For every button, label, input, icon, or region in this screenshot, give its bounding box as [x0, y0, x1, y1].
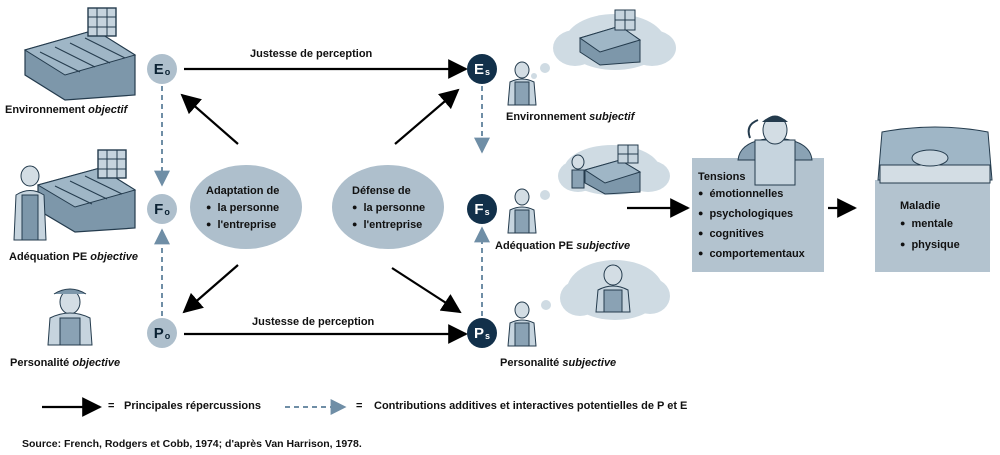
thought-cloud-person	[541, 260, 670, 320]
thought-cloud-environment	[531, 9, 676, 79]
perception-label-bottom: Justesse de perception	[252, 316, 375, 328]
building-objective-illustration	[23, 7, 137, 101]
legend-solid-eq: =	[108, 400, 115, 412]
defense-item: l'entreprise	[352, 217, 425, 234]
tensions-text: Tensions émotionnelles psychologiques co…	[698, 170, 805, 264]
tensions-item: émotionnelles	[698, 184, 805, 204]
maladie-item: mentale	[900, 214, 960, 235]
adaptation-text: Adaptation de la personne l'entreprise	[206, 183, 279, 234]
tensions-item: psychologiques	[698, 204, 805, 224]
bed-illustration	[877, 126, 993, 184]
label-person-objective: Personalité objective	[10, 357, 121, 369]
label-fit-subjective: Adéquation PE subjective	[495, 240, 631, 252]
source-note: Source: French, Rodgers et Cobb, 1974; d…	[22, 438, 362, 450]
tensions-title: Tensions	[698, 171, 746, 183]
adaptation-item: la personne	[206, 200, 279, 217]
tensions-item: comportementaux	[698, 244, 804, 264]
defense-item: la personne	[352, 200, 425, 217]
worker-at-building-illustration	[13, 149, 137, 241]
adaptation-item: l'entreprise	[206, 217, 279, 234]
label-env-subjective: Environnement subjectif	[506, 111, 635, 123]
adaptation-title: Adaptation de	[206, 185, 280, 197]
stressed-person-illustration	[737, 115, 813, 186]
defense-text: Défense de la personne l'entreprise	[352, 183, 425, 234]
arrow-adapt-to-p	[182, 264, 239, 314]
maladie-item: physique	[900, 235, 959, 256]
person-subjective-env	[507, 61, 537, 106]
person-subjective-fit	[507, 188, 537, 234]
maladie-title: Maladie	[900, 200, 941, 212]
label-person-subjective: Personalité subjective	[500, 357, 617, 369]
maladie-text: Maladie mentale physique	[900, 198, 960, 256]
label-env-objective: Environnement objectif	[5, 104, 128, 116]
arrow-adapt-to-e	[180, 93, 239, 145]
person-objective-illustration	[47, 288, 93, 346]
legend-dashed-eq: =	[356, 400, 363, 412]
arrow-defense-to-e	[394, 88, 460, 145]
legend-dashed-label: Contributions additives et interactives …	[374, 400, 688, 412]
arrow-defense-to-p	[391, 267, 462, 314]
person-subjective-person	[507, 301, 537, 347]
perception-label-top: Justesse de perception	[250, 48, 373, 60]
tensions-item: cognitives	[698, 224, 805, 244]
label-fit-objective: Adéquation PE objective	[9, 251, 138, 263]
legend-solid-label: Principales répercussions	[124, 400, 261, 412]
defense-title: Défense de	[352, 185, 411, 197]
thought-cloud-fit	[540, 144, 670, 200]
